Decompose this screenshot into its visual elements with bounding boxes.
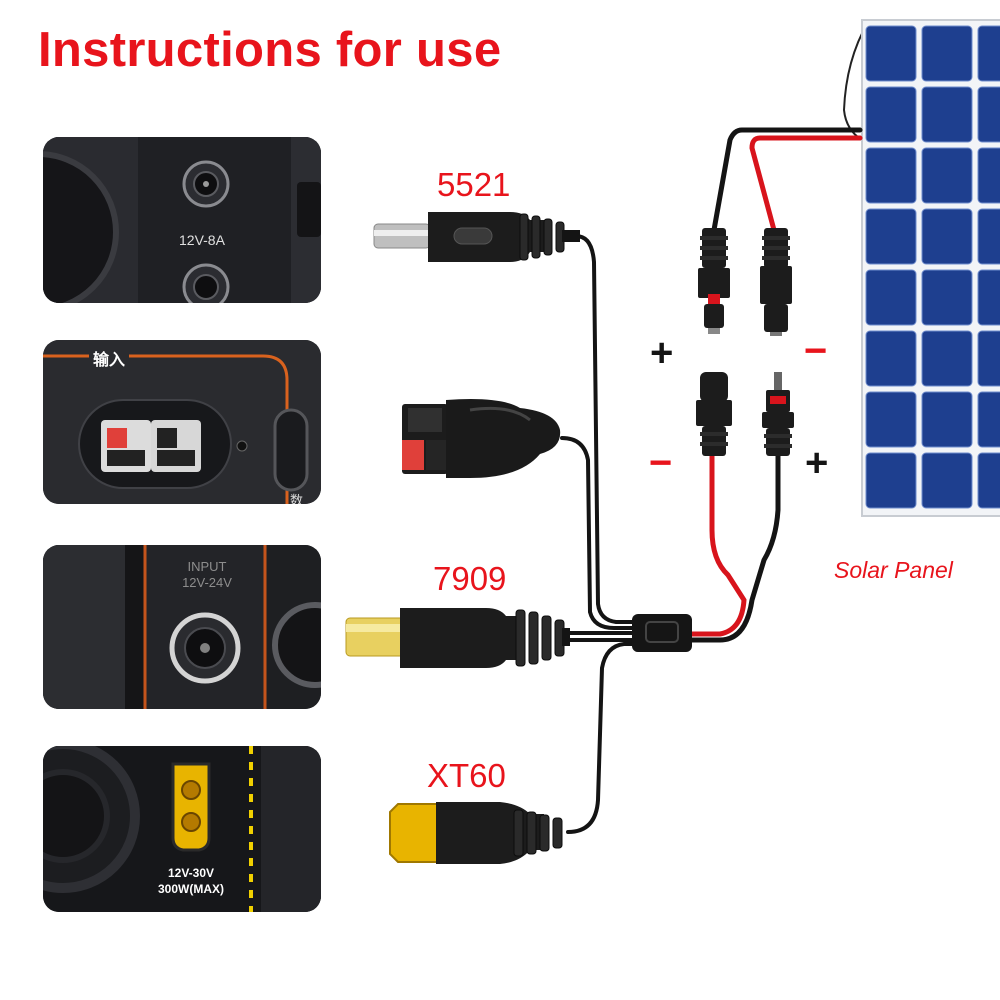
- port-rating-text: 12V-8A: [179, 232, 225, 248]
- solar-panel: [842, 19, 1000, 517]
- solar-cell: [977, 25, 1000, 82]
- xt60-plug: [389, 802, 563, 864]
- input-text: INPUT: [187, 559, 227, 574]
- dc5521-port-photo: 12V-8A: [43, 137, 321, 303]
- xt60-port-photo: 12V-30V 300W(MAX): [43, 746, 321, 912]
- solar-cell: [865, 86, 917, 143]
- solar-cell: [977, 330, 1000, 387]
- solar-panel-label: Solar Panel: [834, 557, 953, 583]
- xt60-power-text: 300W(MAX): [157, 882, 224, 896]
- solar-cell: [865, 208, 917, 265]
- solar-cell: [921, 25, 973, 82]
- solar-cell: [865, 391, 917, 448]
- solar-cell: [977, 391, 1000, 448]
- solar-cell: [921, 391, 973, 448]
- solar-cell: [865, 25, 917, 82]
- side-text: 数: [290, 493, 304, 504]
- anderson-port-photo: 输入 数: [43, 340, 321, 504]
- xt60-voltage-text: 12V-30V: [167, 866, 215, 880]
- solar-cell: [921, 208, 973, 265]
- solar-cell: [977, 208, 1000, 265]
- dc7909-port-photo: INPUT 12V-24V: [43, 545, 321, 709]
- solar-cell: [921, 86, 973, 143]
- page-title: Instructions for use: [38, 23, 502, 77]
- polarity-minus-lower-left: −: [649, 441, 673, 485]
- polarity-plus-lower-right: +: [805, 441, 829, 485]
- mc4-connector-lower-right: [762, 372, 794, 456]
- solar-cell: [977, 86, 1000, 143]
- polarity-minus-upper-right: −: [804, 329, 828, 373]
- solar-cell: [977, 269, 1000, 326]
- mc4-connector-lower-left: [696, 372, 732, 456]
- input-label-text: 输入: [89, 346, 130, 370]
- solar-cell: [921, 147, 973, 204]
- label-5521: 5521: [437, 166, 511, 203]
- solar-cell: [977, 147, 1000, 204]
- solar-cell: [865, 330, 917, 387]
- dc7909-plug: [345, 608, 570, 668]
- solar-cell: [921, 452, 973, 509]
- anderson-plug: [402, 399, 561, 478]
- solar-cell: [977, 452, 1000, 509]
- solar-cell: [865, 452, 917, 509]
- dc5521-plug: [373, 212, 580, 262]
- y-splitter: [632, 614, 692, 652]
- input-range-text: 12V-24V: [182, 575, 232, 590]
- solar-cell: [921, 269, 973, 326]
- mc4-connector-upper-left: [698, 228, 730, 334]
- cables: [560, 127, 863, 834]
- solar-cell: [865, 269, 917, 326]
- solar-cell: [921, 330, 973, 387]
- mc4-connector-upper-right: [760, 228, 792, 336]
- solar-cell: [865, 147, 917, 204]
- polarity-plus-upper-left: +: [650, 331, 674, 375]
- label-7909: 7909: [433, 560, 507, 597]
- label-xt60: XT60: [427, 757, 506, 794]
